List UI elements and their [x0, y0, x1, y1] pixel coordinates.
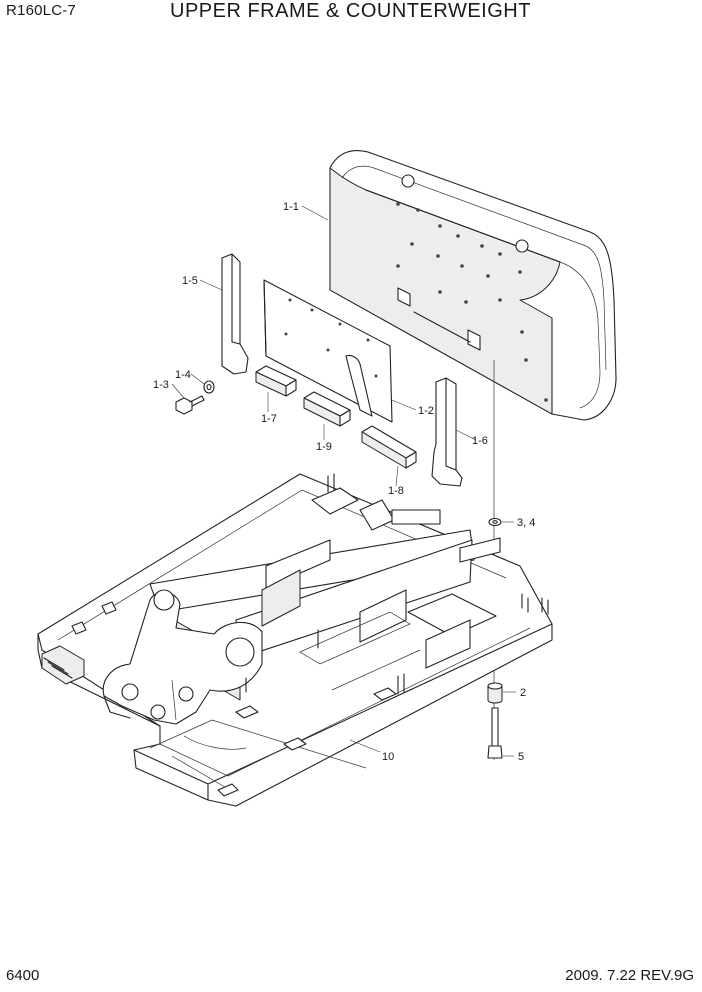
callout-1-4: 1-4	[175, 369, 191, 381]
side-plate-right-part[interactable]	[431, 377, 463, 487]
shim-1-7-part[interactable]	[255, 365, 297, 397]
model-name: R160LC-7	[6, 2, 76, 19]
shim-1-9-part[interactable]	[303, 391, 351, 427]
bolt-5-part[interactable]	[487, 707, 503, 759]
callout-1-5: 1-5	[182, 275, 198, 287]
counterweight-plate-part[interactable]	[263, 279, 393, 423]
counterweight-part[interactable]	[329, 150, 617, 421]
revision-date: 2009. 7.22 REV.9G	[565, 967, 694, 984]
washer-3-4-part[interactable]	[488, 517, 502, 527]
callout-1-1: 1-1	[283, 201, 299, 213]
bolt-1-3-part[interactable]	[175, 395, 205, 415]
callout-2: 2	[520, 687, 526, 699]
washer-1-4-part[interactable]	[203, 380, 215, 394]
callout-5: 5	[518, 751, 524, 763]
page-title: UPPER FRAME & COUNTERWEIGHT	[170, 0, 531, 22]
callout-1-6: 1-6	[472, 435, 488, 447]
shim-1-8-part[interactable]	[361, 425, 417, 469]
leader-lines	[171, 205, 516, 757]
callout-1-9: 1-9	[316, 441, 332, 453]
callout-1-3: 1-3	[153, 379, 169, 391]
side-plate-left-part[interactable]	[221, 253, 249, 375]
page-number: 6400	[6, 967, 40, 984]
callout-3-4: 3, 4	[517, 517, 535, 529]
spacer-2-part[interactable]	[487, 682, 503, 704]
callout-1-2: 1-2	[418, 405, 434, 417]
callout-10: 10	[382, 751, 394, 763]
upper-frame-part[interactable]	[37, 473, 553, 807]
callout-1-7: 1-7	[261, 413, 277, 425]
callout-1-8: 1-8	[388, 485, 404, 497]
